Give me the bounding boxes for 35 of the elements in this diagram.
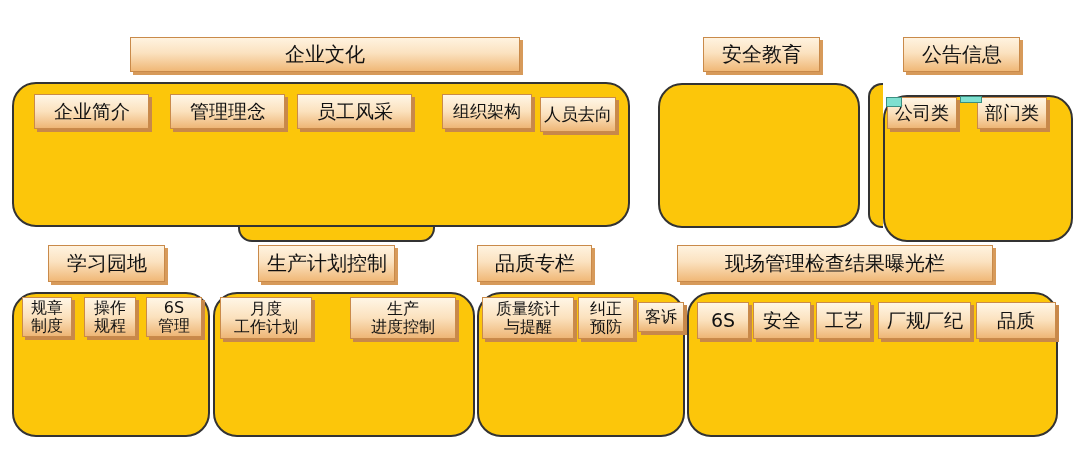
menu-tab: 质量统计与提醒 [482,297,574,339]
section-header: 品质专栏 [477,245,592,282]
menu-tab: 人员去向 [540,97,616,132]
menu-tab: 部门类 [977,97,1047,129]
panel [687,292,1058,437]
menu-tab: 规章制度 [22,297,72,337]
menu-tab: 安全 [753,302,811,339]
menu-tab: 组织架构 [442,94,532,129]
section-header: 公告信息 [903,37,1020,72]
panel [238,227,435,242]
menu-tab: 品质 [976,302,1056,339]
menu-tab: 管理理念 [170,94,285,129]
menu-tab: 员工风采 [297,94,412,129]
menu-tab: 6S [697,302,749,339]
menu-tab: 厂规厂纪 [878,302,971,339]
menu-tab: 6S管理 [146,297,202,337]
menu-tab: 月度工作计划 [220,297,312,339]
panel [213,292,475,437]
panel [12,292,210,437]
menu-tab: 操作规程 [84,297,136,337]
panel [12,82,630,227]
panel [477,292,685,437]
menu-tab: 客诉 [638,302,684,332]
panel [658,83,860,228]
section-header: 企业文化 [130,37,520,72]
panel [883,95,1073,242]
menu-tab: 纠正预防 [578,297,634,339]
section-header: 学习园地 [48,245,165,282]
menu-tab: 工艺 [816,302,871,339]
section-header: 安全教育 [703,37,820,72]
section-header: 生产计划控制 [258,245,395,282]
menu-tab: 生产进度控制 [350,297,456,339]
panel [868,83,883,228]
section-header: 现场管理检查结果曝光栏 [677,245,993,282]
menu-tab: 企业简介 [34,94,149,129]
